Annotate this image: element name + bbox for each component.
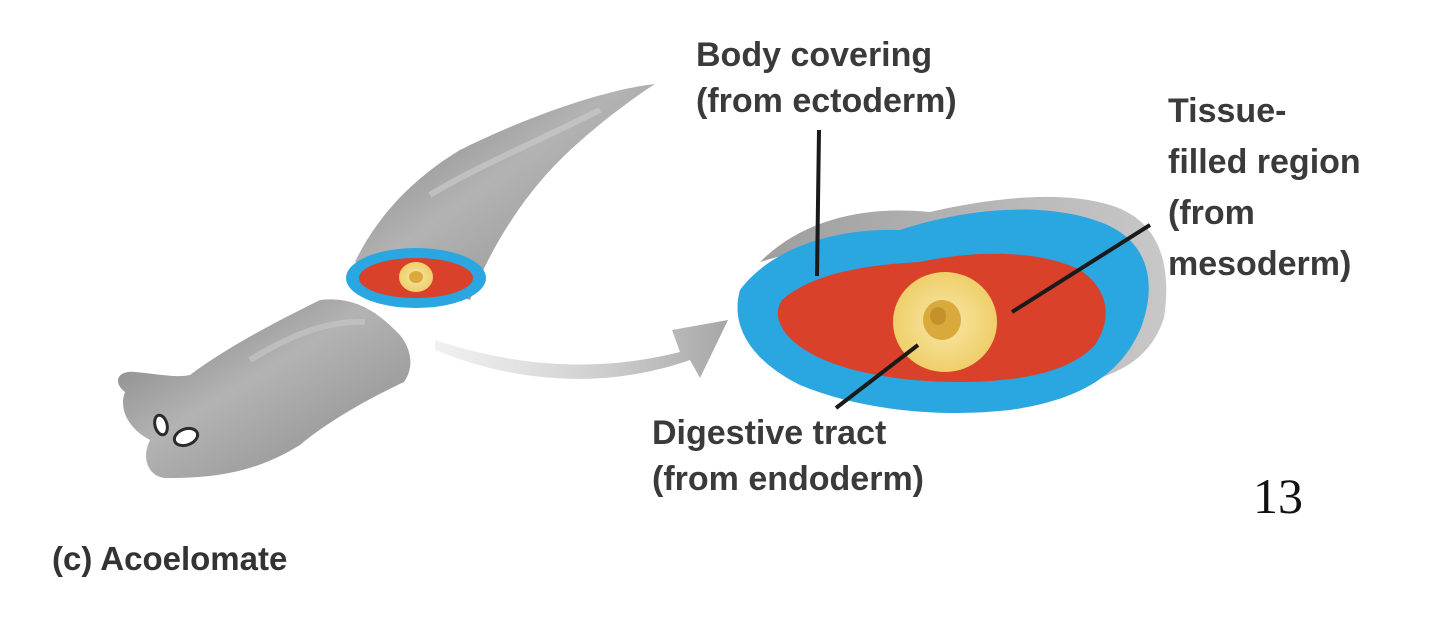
label-tissue-line2: filled region xyxy=(1168,143,1361,181)
leader-digestive-tract xyxy=(834,343,920,410)
eyespot-left xyxy=(153,413,169,437)
leader-body-covering xyxy=(815,129,821,277)
flatworm-head-section xyxy=(117,299,411,479)
label-digestive-line1: Digestive tract xyxy=(652,414,887,452)
label-tissue-line4: mesoderm) xyxy=(1168,245,1352,283)
cross-section-enlarged xyxy=(737,196,1167,413)
label-body-covering: Body covering (from ectoderm) xyxy=(696,32,957,124)
label-tissue-filled-region: Tissue- filled region (from mesoderm) xyxy=(1168,86,1361,290)
label-body-covering-line1: Body covering xyxy=(696,36,933,74)
label-digestive-line2: (from endoderm) xyxy=(652,460,924,498)
eyespot-right xyxy=(172,426,200,448)
leader-tissue-region xyxy=(1010,223,1152,314)
label-body-covering-line2: (from ectoderm) xyxy=(696,82,957,120)
page-number: 13 xyxy=(1253,468,1303,524)
flatworm-front-section xyxy=(346,84,655,308)
label-tissue-line1: Tissue- xyxy=(1168,92,1287,130)
label-tissue-line3: (from xyxy=(1168,194,1255,232)
zoom-arrow xyxy=(435,320,728,379)
figure-caption: (c) Acoelomate xyxy=(52,540,288,577)
label-digestive-tract: Digestive tract (from endoderm) xyxy=(652,410,924,502)
